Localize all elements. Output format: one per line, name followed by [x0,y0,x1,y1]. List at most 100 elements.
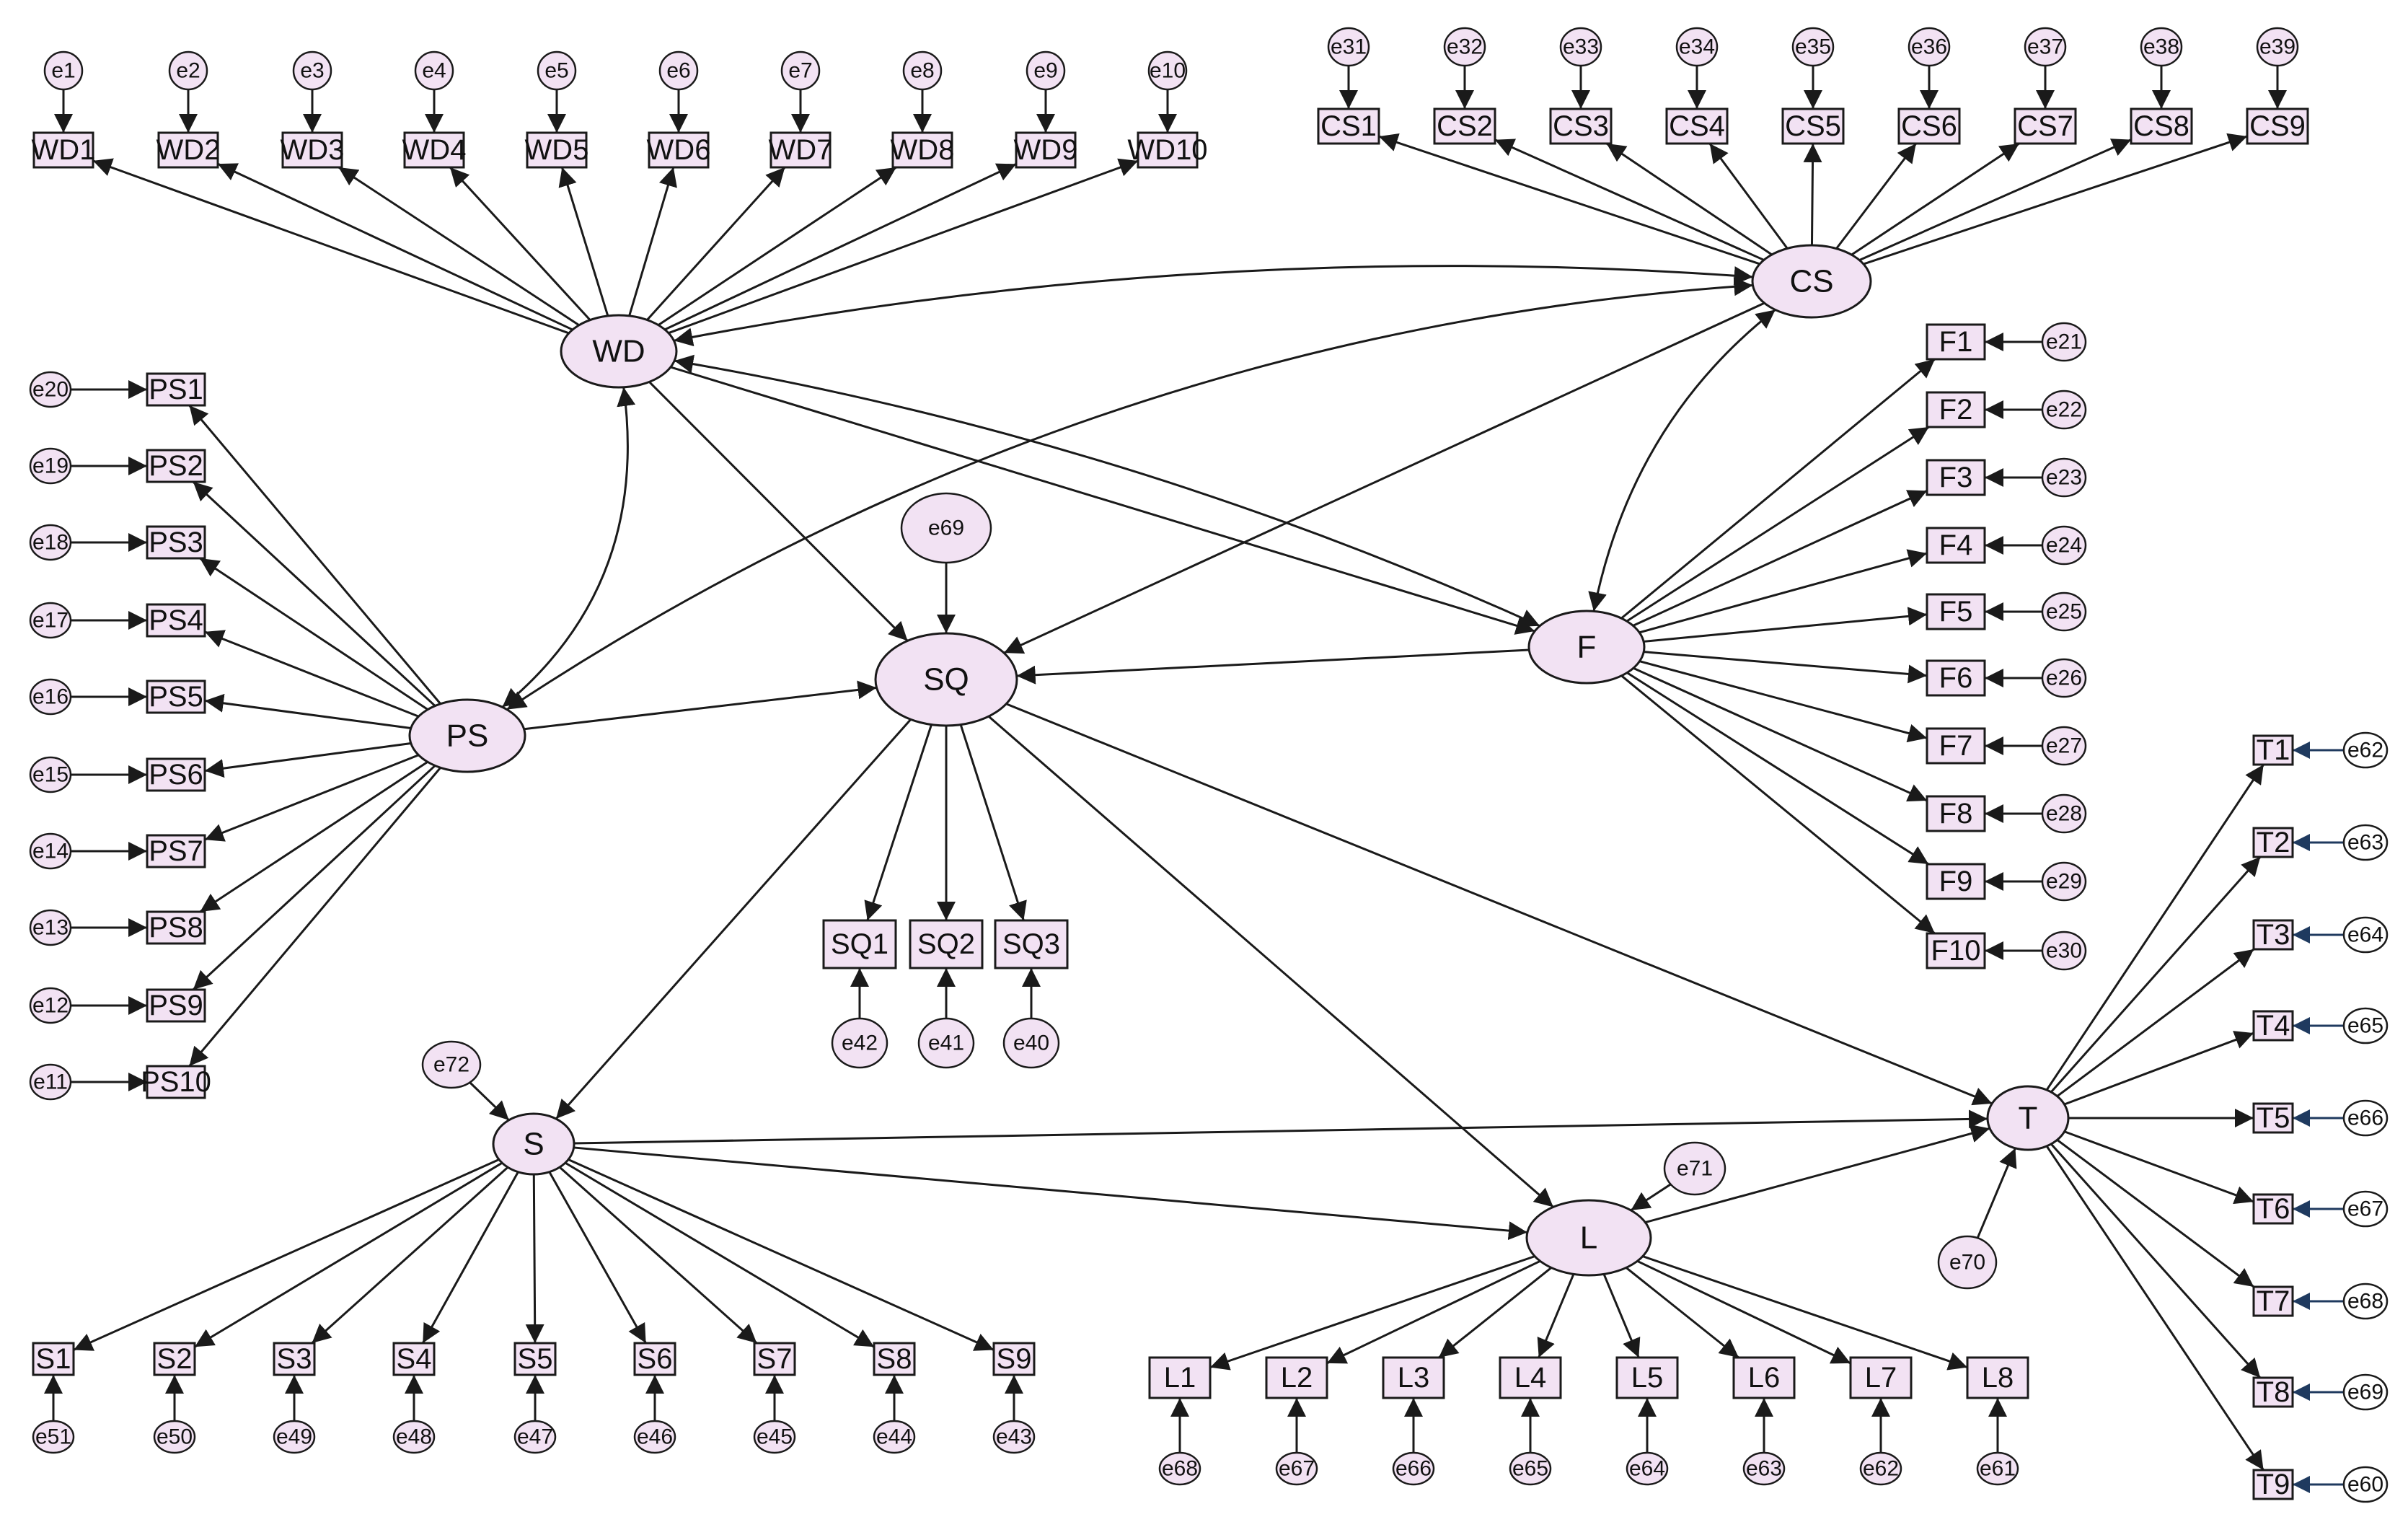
error-e68-l: e68 [1158,1451,1201,1486]
error-e9-wd-circle [1026,50,1066,91]
indicator-wd7-label: WD7 [769,134,833,166]
indicator-cs2-label: CS2 [1437,110,1493,142]
indicator-s2: S2 [153,1342,196,1376]
error-e19-ps: e19 [29,447,72,485]
indicator-s4: S4 [392,1342,436,1376]
indicator-t2-label: T2 [2257,827,2290,858]
error-e68-t-label: e68 [2347,1290,2383,1314]
loading-ps-ps1 [188,405,441,705]
loading-s-s1 [73,1158,500,1351]
error-e47-s: e47 [513,1420,557,1454]
latent-s: S [492,1112,575,1176]
indicator-l1-box [1148,1356,1212,1399]
indicator-wd1-box [32,131,94,169]
indicator-cs3: CS3 [1549,107,1613,145]
error-e12-ps-label: e12 [32,994,69,1018]
error-e62-l-label: e62 [1863,1457,1899,1481]
indicator-t2-box [2252,827,2294,858]
indicator-s1-label: S1 [36,1343,71,1375]
error-e62-t-label: e62 [2347,739,2383,762]
error-e17-ps-label: e17 [32,609,69,633]
loading-l-l1 [1209,1255,1535,1371]
error-e67-t: e67 [2342,1190,2389,1228]
error-e40-sq: e40 [1002,1017,1060,1069]
error-e51-s: e51 [32,1420,75,1454]
error-e48-s: e48 [392,1420,436,1454]
error-e26-f: e26 [2041,658,2087,698]
error-e21-f-label: e21 [2046,330,2082,354]
error-e3-wd: e3 [292,50,332,91]
indicator-ps9: PS9 [146,988,206,1023]
disturbance-arrow-l [1630,1183,1672,1212]
indicator-wd10: WD10 [1127,131,1208,169]
indicator-f3: F3 [1926,459,1986,496]
indicator-ps7-box [146,834,206,868]
indicator-sq2-label: SQ2 [917,928,975,960]
loading-wd-wd9 [664,162,1017,331]
indicator-ps5-box [146,679,206,714]
indicator-l3-box [1382,1356,1445,1399]
indicator-s1-box [32,1342,75,1376]
error-e66-l-circle [1392,1451,1435,1486]
error-e46-s-label: e46 [637,1425,673,1449]
error-e20-ps: e20 [29,371,72,408]
error-e6-wd-circle [658,50,699,91]
indicator-s1: S1 [32,1342,75,1376]
error-e36-cs-circle [1908,27,1951,67]
error-e21-f: e21 [2041,322,2087,362]
loading-l-l7 [1636,1259,1851,1365]
indicator-ps10: PS10 [141,1065,211,1099]
loading-f-f10 [1620,674,1936,935]
indicator-ps5-label: PS5 [149,681,203,713]
indicator-f5: F5 [1926,593,1986,630]
error-e32-cs-circle [1443,27,1486,67]
error-e70-d-label: e70 [1949,1251,1985,1275]
loading-l-l2 [1326,1259,1541,1365]
indicator-wd10-box [1137,131,1199,169]
error-e51-s-circle [32,1420,75,1454]
indicator-f4-label: F4 [1939,529,1973,561]
indicator-t9: T9 [2252,1469,2294,1500]
error-e16-ps-circle [29,678,72,716]
indicator-l5-label: L5 [1631,1362,1664,1394]
indicator-cs1-label: CS1 [1320,110,1377,142]
error-e4-wd-label: e4 [422,59,446,83]
latent-f-ellipse [1527,610,1646,685]
indicator-t3: T3 [2252,919,2294,951]
indicator-s7: S7 [753,1342,796,1376]
error-e18-ps-circle [29,524,72,561]
indicator-sq1-box [822,919,897,969]
error-e69-t: e69 [2342,1373,2389,1411]
error-e46-s: e46 [633,1420,676,1454]
loading-wd-wd8 [658,166,897,326]
error-e33-cs-label: e33 [1563,35,1599,59]
error-e49-s-label: e49 [276,1425,312,1449]
covariance-wd-ps [501,387,636,708]
disturbance-arrow-t [1976,1148,2017,1239]
indicator-cs6-box [1897,107,1961,145]
indicator-t8-label: T8 [2257,1376,2290,1408]
indicator-s9: S9 [992,1342,1036,1376]
error-e49-s: e49 [273,1420,316,1454]
indicator-wd4-box [403,131,465,169]
indicator-wd2: WD2 [156,131,220,169]
latent-l-ellipse [1525,1199,1652,1277]
loading-s-s6 [548,1171,647,1344]
error-e16-ps-label: e16 [32,685,69,709]
error-e67-l: e67 [1275,1451,1318,1486]
error-e29-f: e29 [2041,861,2087,902]
error-e37-cs: e37 [2024,27,2067,67]
error-e23-f: e23 [2041,457,2087,498]
error-e67-t-circle [2342,1190,2389,1228]
error-e36-cs-label: e36 [1911,35,1947,59]
latent-t-ellipse [1986,1085,2070,1151]
error-e71-d-circle [1663,1141,1726,1196]
indicator-l7-label: L7 [1865,1362,1897,1394]
error-e69-d: e69 [900,492,992,564]
error-e68-t-circle [2342,1283,2389,1320]
error-e25-f: e25 [2041,591,2087,632]
indicator-f10: F10 [1926,932,1986,969]
loading-wd-wd3 [338,166,580,327]
loading-t-t6 [2064,1130,2254,1205]
